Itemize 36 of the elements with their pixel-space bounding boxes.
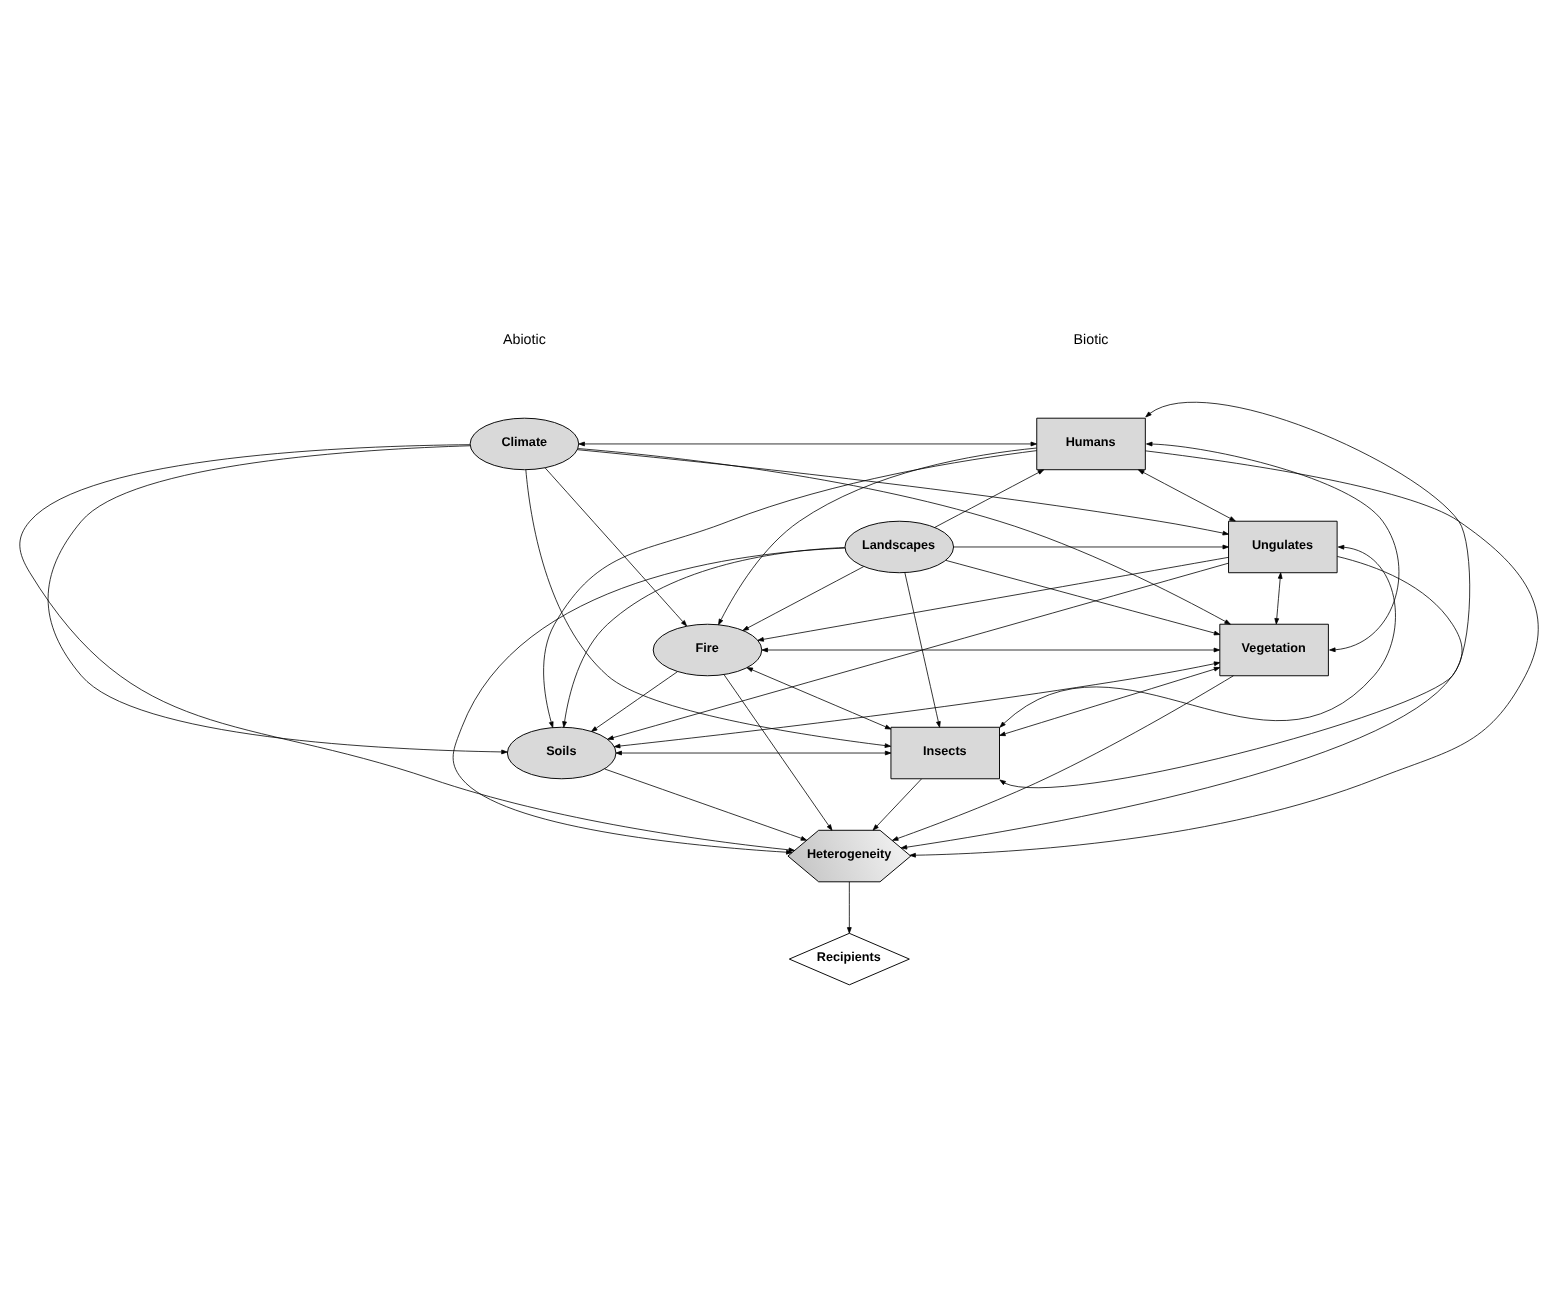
- arrow: [892, 675, 1234, 841]
- arrow: [847, 881, 852, 934]
- arrow: [723, 674, 833, 831]
- arrow: [525, 469, 892, 748]
- arrow: [1146, 441, 1400, 653]
- arrow: [900, 556, 1463, 850]
- arrow: [872, 778, 922, 831]
- arrow: [562, 547, 846, 728]
- arrow: [904, 572, 941, 728]
- arrow: [607, 562, 1229, 740]
- arrow: [761, 647, 1220, 653]
- arrow: [614, 661, 1221, 749]
- arrow: [718, 447, 1037, 626]
- arrow: [953, 544, 1229, 550]
- arrow: [999, 666, 1221, 737]
- arrow: [19, 444, 795, 853]
- arrow: [47, 445, 508, 755]
- arrow: [544, 467, 688, 627]
- arrow: [999, 544, 1396, 728]
- arrow: [1274, 572, 1283, 625]
- arrow: [604, 768, 808, 841]
- arrow: [615, 750, 892, 756]
- arrow: [945, 560, 1221, 636]
- arrow: [1138, 469, 1236, 522]
- arrow: [742, 566, 865, 631]
- arrow: [543, 450, 1038, 728]
- arrow: [591, 671, 678, 732]
- arrow: [577, 448, 1231, 625]
- arrow: [452, 547, 846, 855]
- arrow: [999, 401, 1471, 788]
- arrow: [746, 667, 892, 730]
- arrow: [934, 469, 1045, 528]
- arrow: [757, 556, 1229, 642]
- arrow: [909, 450, 1539, 858]
- arrow: [577, 449, 1229, 536]
- arrow: [578, 441, 1037, 447]
